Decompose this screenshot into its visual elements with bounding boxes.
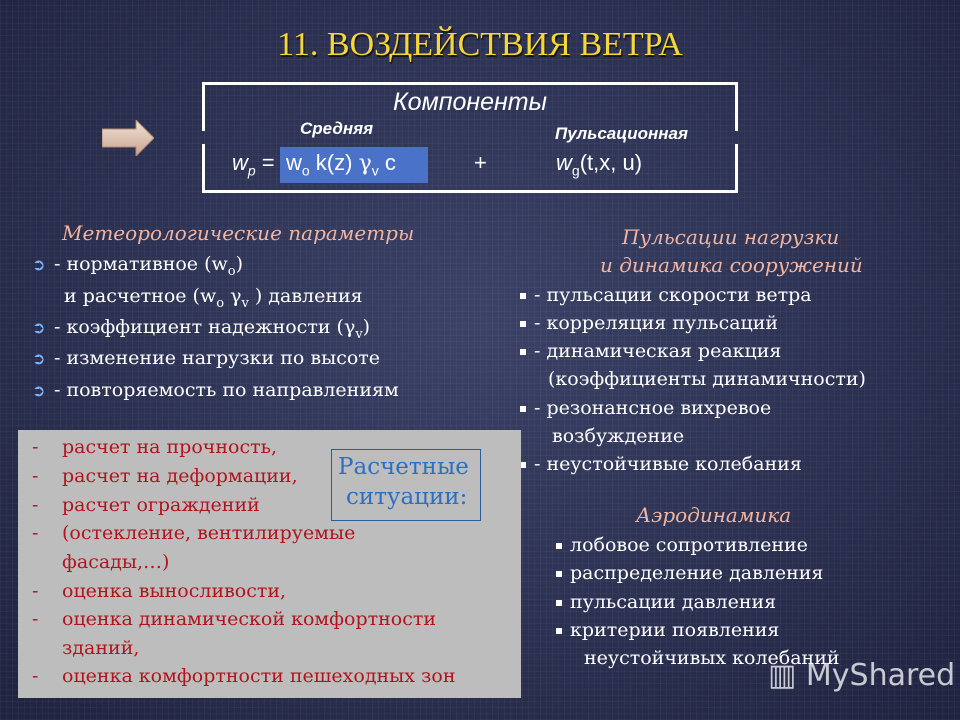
arrow-bullet-icon: ➲ <box>32 349 46 368</box>
meteo-item: ➲- коэффициент надежности (γv) <box>32 316 371 342</box>
arrow-bullet-icon: ➲ <box>32 318 46 337</box>
right-arrow-icon <box>102 120 154 156</box>
pulse-component-label: Пульсационная <box>555 124 689 143</box>
components-frame-top <box>202 82 738 131</box>
pulse-item: - пульсации скорости ветра <box>520 284 812 306</box>
pulse-item: - резонансное вихревое <box>520 397 771 419</box>
square-bullet-icon <box>520 406 526 412</box>
situation-item-continuation: фасады,…) <box>62 551 170 573</box>
square-bullet-icon <box>520 462 526 468</box>
formula-plus: + <box>474 150 487 175</box>
pulse-header-line1: Пульсации нагрузки <box>622 225 840 249</box>
meteo-header: Метеорологические параметры <box>62 221 415 245</box>
situation-item: -(остекление, вентилируемые <box>32 522 356 544</box>
mean-component-label: Средняя <box>300 119 374 138</box>
square-bullet-icon <box>556 571 562 577</box>
situation-item: -оценка выносливости, <box>32 580 287 602</box>
aero-item: критерии появления <box>556 619 779 641</box>
pulse-item: - корреляция пульсаций <box>520 312 778 334</box>
formula-mean-term: wo k(z) γv c <box>286 150 396 179</box>
arrow-bullet-icon: ➲ <box>32 255 46 274</box>
square-bullet-icon <box>556 600 562 606</box>
pulse-item: - неустойчивые колебания <box>520 453 802 475</box>
square-bullet-icon <box>520 349 526 355</box>
square-bullet-icon <box>556 628 562 634</box>
aero-item-continuation: неустойчивых колебаний <box>584 647 840 669</box>
arrow-bullet-icon: ➲ <box>32 381 46 400</box>
design-situations-label-frame <box>331 449 481 521</box>
meteo-item: ➲- нормативное (wo) <box>32 253 244 279</box>
formula-pulse-term: wg(t,x, u) <box>556 150 643 179</box>
aero-item: лобовое сопротивление <box>556 534 808 556</box>
watermark-logo: ▥ MyShared <box>768 658 956 693</box>
components-frame-bottom <box>202 144 738 193</box>
formula-lhs: wp = <box>232 150 275 179</box>
situation-item: -оценка динамической комфортности <box>32 608 437 630</box>
aero-item: распределение давления <box>556 562 823 584</box>
meteo-item: и расчетное (wo γv ) давления <box>64 285 363 311</box>
design-situations-label-line2: ситуации: <box>346 484 468 510</box>
situation-item: -расчет ограждений <box>32 494 260 516</box>
situation-item: -оценка комфортности пешеходных зон <box>32 665 456 687</box>
design-situations-label-line1: Расчетные <box>338 454 469 480</box>
aero-header: Аэродинамика <box>636 503 792 527</box>
situation-item: -расчет на деформации, <box>32 465 298 487</box>
meteo-item: ➲- повторяемость по направлениям <box>32 379 399 401</box>
design-situations-panel <box>18 430 521 698</box>
mean-formula-highlight <box>280 147 428 183</box>
situation-item: -расчет на прочность, <box>32 436 277 458</box>
aero-item: пульсации давления <box>556 591 776 613</box>
page-title: 11. ВОЗДЕЙСТВИЯ ВЕТРА <box>277 26 683 63</box>
pulse-header-line2: и динамика сооружений <box>600 253 863 277</box>
meteo-item: ➲- изменение нагрузки по высоте <box>32 347 381 369</box>
square-bullet-icon <box>556 543 562 549</box>
pulse-item: - динамическая реакция <box>520 340 781 362</box>
components-title: Компоненты <box>392 88 548 116</box>
square-bullet-icon <box>520 321 526 327</box>
square-bullet-icon <box>520 293 526 299</box>
situation-item-continuation: зданий, <box>62 637 140 659</box>
presentation-icon: ▥ <box>768 658 806 693</box>
pulse-item-continuation: возбуждение <box>552 425 685 447</box>
pulse-item-continuation: (коэффициенты динамичности) <box>548 368 866 390</box>
